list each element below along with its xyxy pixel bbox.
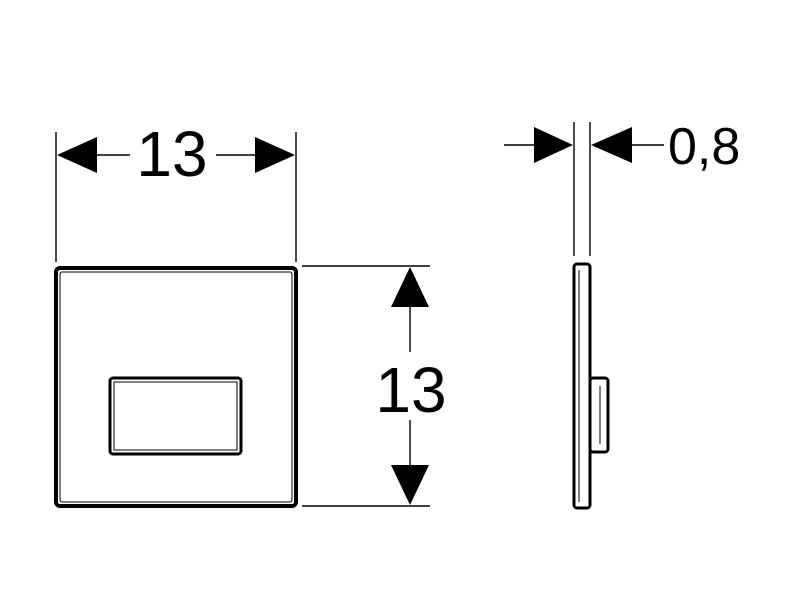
height-label: 13 <box>375 354 446 426</box>
depth-label: 0,8 <box>668 118 740 176</box>
height-arrow-bottom <box>391 465 429 505</box>
flush-button-outline <box>108 376 243 456</box>
front-plate-inner-edge <box>59 271 293 503</box>
depth-dimension: 0,8 <box>504 118 740 256</box>
width-label: 13 <box>136 118 207 190</box>
front-view <box>54 266 298 508</box>
width-dimension: 13 <box>55 118 297 262</box>
front-plate-outline <box>54 266 298 508</box>
side-plate-outline <box>572 262 592 510</box>
flush-button-inner <box>113 381 238 451</box>
side-view <box>572 262 610 510</box>
width-arrow-left <box>57 137 97 173</box>
depth-arrow-right <box>591 127 632 163</box>
depth-arrow-left <box>534 127 573 163</box>
side-button-profile <box>588 376 610 454</box>
height-dimension: 13 <box>302 265 447 507</box>
height-arrow-top <box>391 267 429 307</box>
width-arrow-right <box>255 137 295 173</box>
